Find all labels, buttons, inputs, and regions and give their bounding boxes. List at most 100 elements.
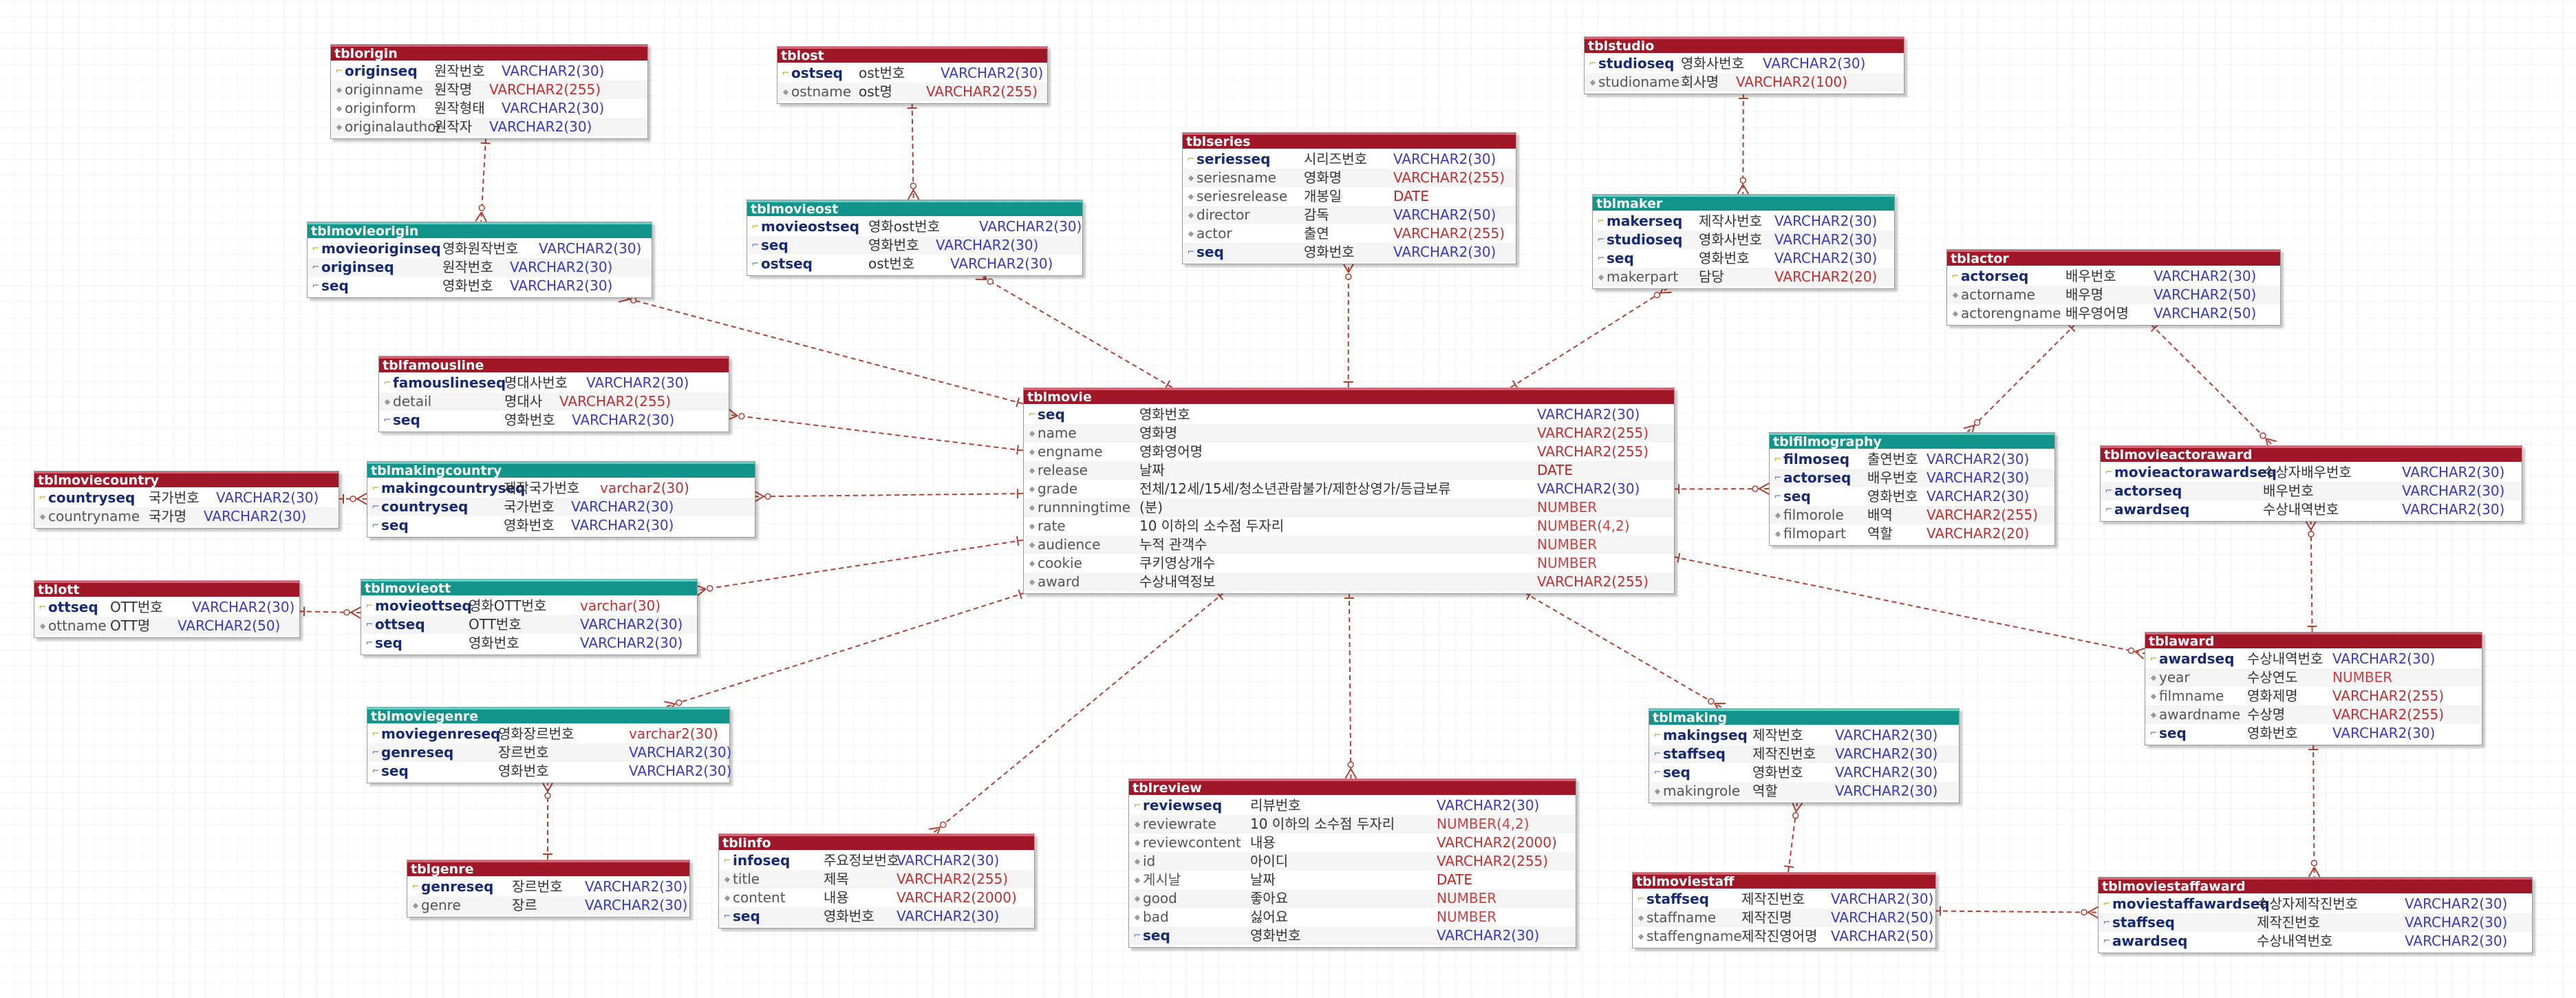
relationship-line[interactable] [1934, 910, 2099, 913]
column-row[interactable]: ◆runnningtime(분)NUMBER [1024, 498, 1674, 517]
relationship-line[interactable] [2150, 323, 2273, 446]
relationship-line[interactable] [1966, 323, 2076, 433]
relationship-line[interactable] [298, 611, 361, 614]
relationship-line[interactable] [932, 592, 1225, 834]
relationship-line[interactable] [753, 493, 1024, 498]
relationship-line[interactable] [2310, 520, 2313, 633]
relationship-line[interactable] [727, 414, 1024, 452]
relationship-line[interactable] [619, 296, 1024, 405]
relationship-line[interactable] [1510, 287, 1669, 388]
relationship-line[interactable] [1524, 592, 1724, 709]
relationship-line[interactable] [978, 274, 1173, 388]
relationship-line[interactable] [696, 539, 1024, 591]
